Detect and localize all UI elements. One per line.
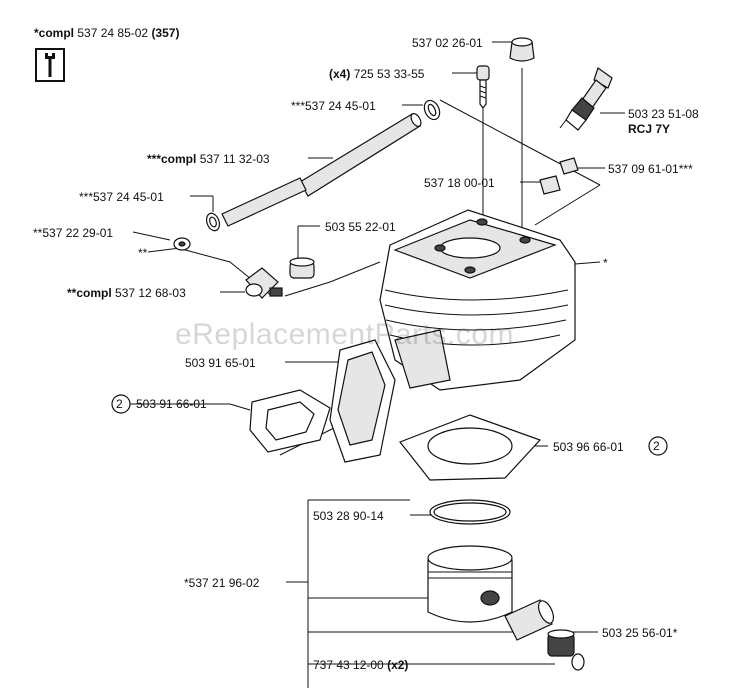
needle-bearing-part — [547, 629, 575, 657]
base-gasket-part — [399, 414, 542, 481]
label-cap: 537 02 26-01 — [412, 36, 483, 50]
valve-number: 537 12 68-03 — [115, 286, 186, 300]
wrist-pin-part — [504, 599, 555, 641]
plate-part — [329, 339, 396, 463]
label-plate: 503 91 65-01 — [185, 356, 256, 370]
kit-label: *compl 537 24 85-02 (357) — [34, 26, 179, 40]
circle-marker — [111, 394, 131, 414]
label-gasket: 503 91 66-01 — [136, 397, 207, 411]
label-base-gasket: 503 96 66-01 — [553, 440, 624, 454]
label-double-star: ** — [138, 246, 148, 260]
screw-qty: (x4) — [329, 67, 351, 81]
spark-plug-part — [559, 67, 613, 131]
label-cylinder-star: * — [603, 256, 608, 270]
decomp-plug-part — [289, 257, 315, 279]
label-circlip: 737 43 12-00 (x2) — [313, 658, 408, 672]
label-spark-plug-type: RCJ 7Y — [628, 122, 671, 136]
clamp-top-part — [423, 99, 441, 121]
label-base-gasket-num: 2 — [653, 439, 660, 453]
label-needle-bearing: 503 25 56-01* — [602, 626, 678, 640]
label-valve: **compl 537 12 68-03 — [67, 286, 186, 300]
label-decomp-plug: 503 55 22-01 — [325, 220, 396, 234]
circlip-number: 737 43 12-00 — [313, 658, 384, 672]
valve-part — [245, 267, 283, 299]
label-nipple: 537 09 61-01*** — [608, 162, 693, 176]
clamp-mid-part — [205, 212, 221, 232]
screw-part — [476, 65, 490, 109]
nipple-part — [559, 157, 579, 175]
label-screw: (x4) 725 53 33-55 — [329, 67, 424, 81]
circle-marker — [648, 436, 668, 456]
tool-box — [35, 48, 65, 82]
screw-number: 725 53 33-55 — [353, 67, 425, 81]
washer-part — [173, 237, 191, 251]
kit-qty: (357) — [151, 26, 180, 40]
ring-part — [429, 499, 511, 525]
cylinder-part — [379, 209, 576, 391]
label-clamp-mid: ***537 24 45-01 — [79, 190, 164, 204]
wrench-icon — [45, 53, 55, 77]
label-clamp-top: ***537 24 45-01 — [291, 99, 376, 113]
label-washer: **537 22 29-01 — [33, 226, 114, 240]
label-dowel: 537 18 00-01 — [424, 176, 495, 190]
piston-part — [427, 545, 513, 623]
label-gasket-num: 2 — [116, 397, 123, 411]
label-ring: 503 28 90-14 — [313, 509, 384, 523]
valve-prefix: **compl — [67, 286, 112, 300]
label-spark-plug: 503 23 51-08 — [628, 107, 699, 121]
kit-prefix: *compl — [34, 26, 75, 40]
label-piston-kit: *537 21 96-02 — [184, 576, 260, 590]
kit-number: 537 24 85-02 — [77, 26, 149, 40]
dowel-part — [539, 175, 561, 195]
circlip-part — [571, 653, 585, 671]
cap-part — [509, 37, 535, 62]
hose-number: 537 11 32-03 — [199, 152, 270, 166]
label-hose: ***compl 537 11 32-03 — [147, 152, 270, 166]
hose-part — [221, 113, 422, 227]
gasket-part — [249, 389, 331, 453]
circlip-qty: (x2) — [387, 658, 409, 672]
hose-prefix: ***compl — [147, 152, 197, 166]
watermark: eReplacementParts.com — [175, 318, 514, 351]
